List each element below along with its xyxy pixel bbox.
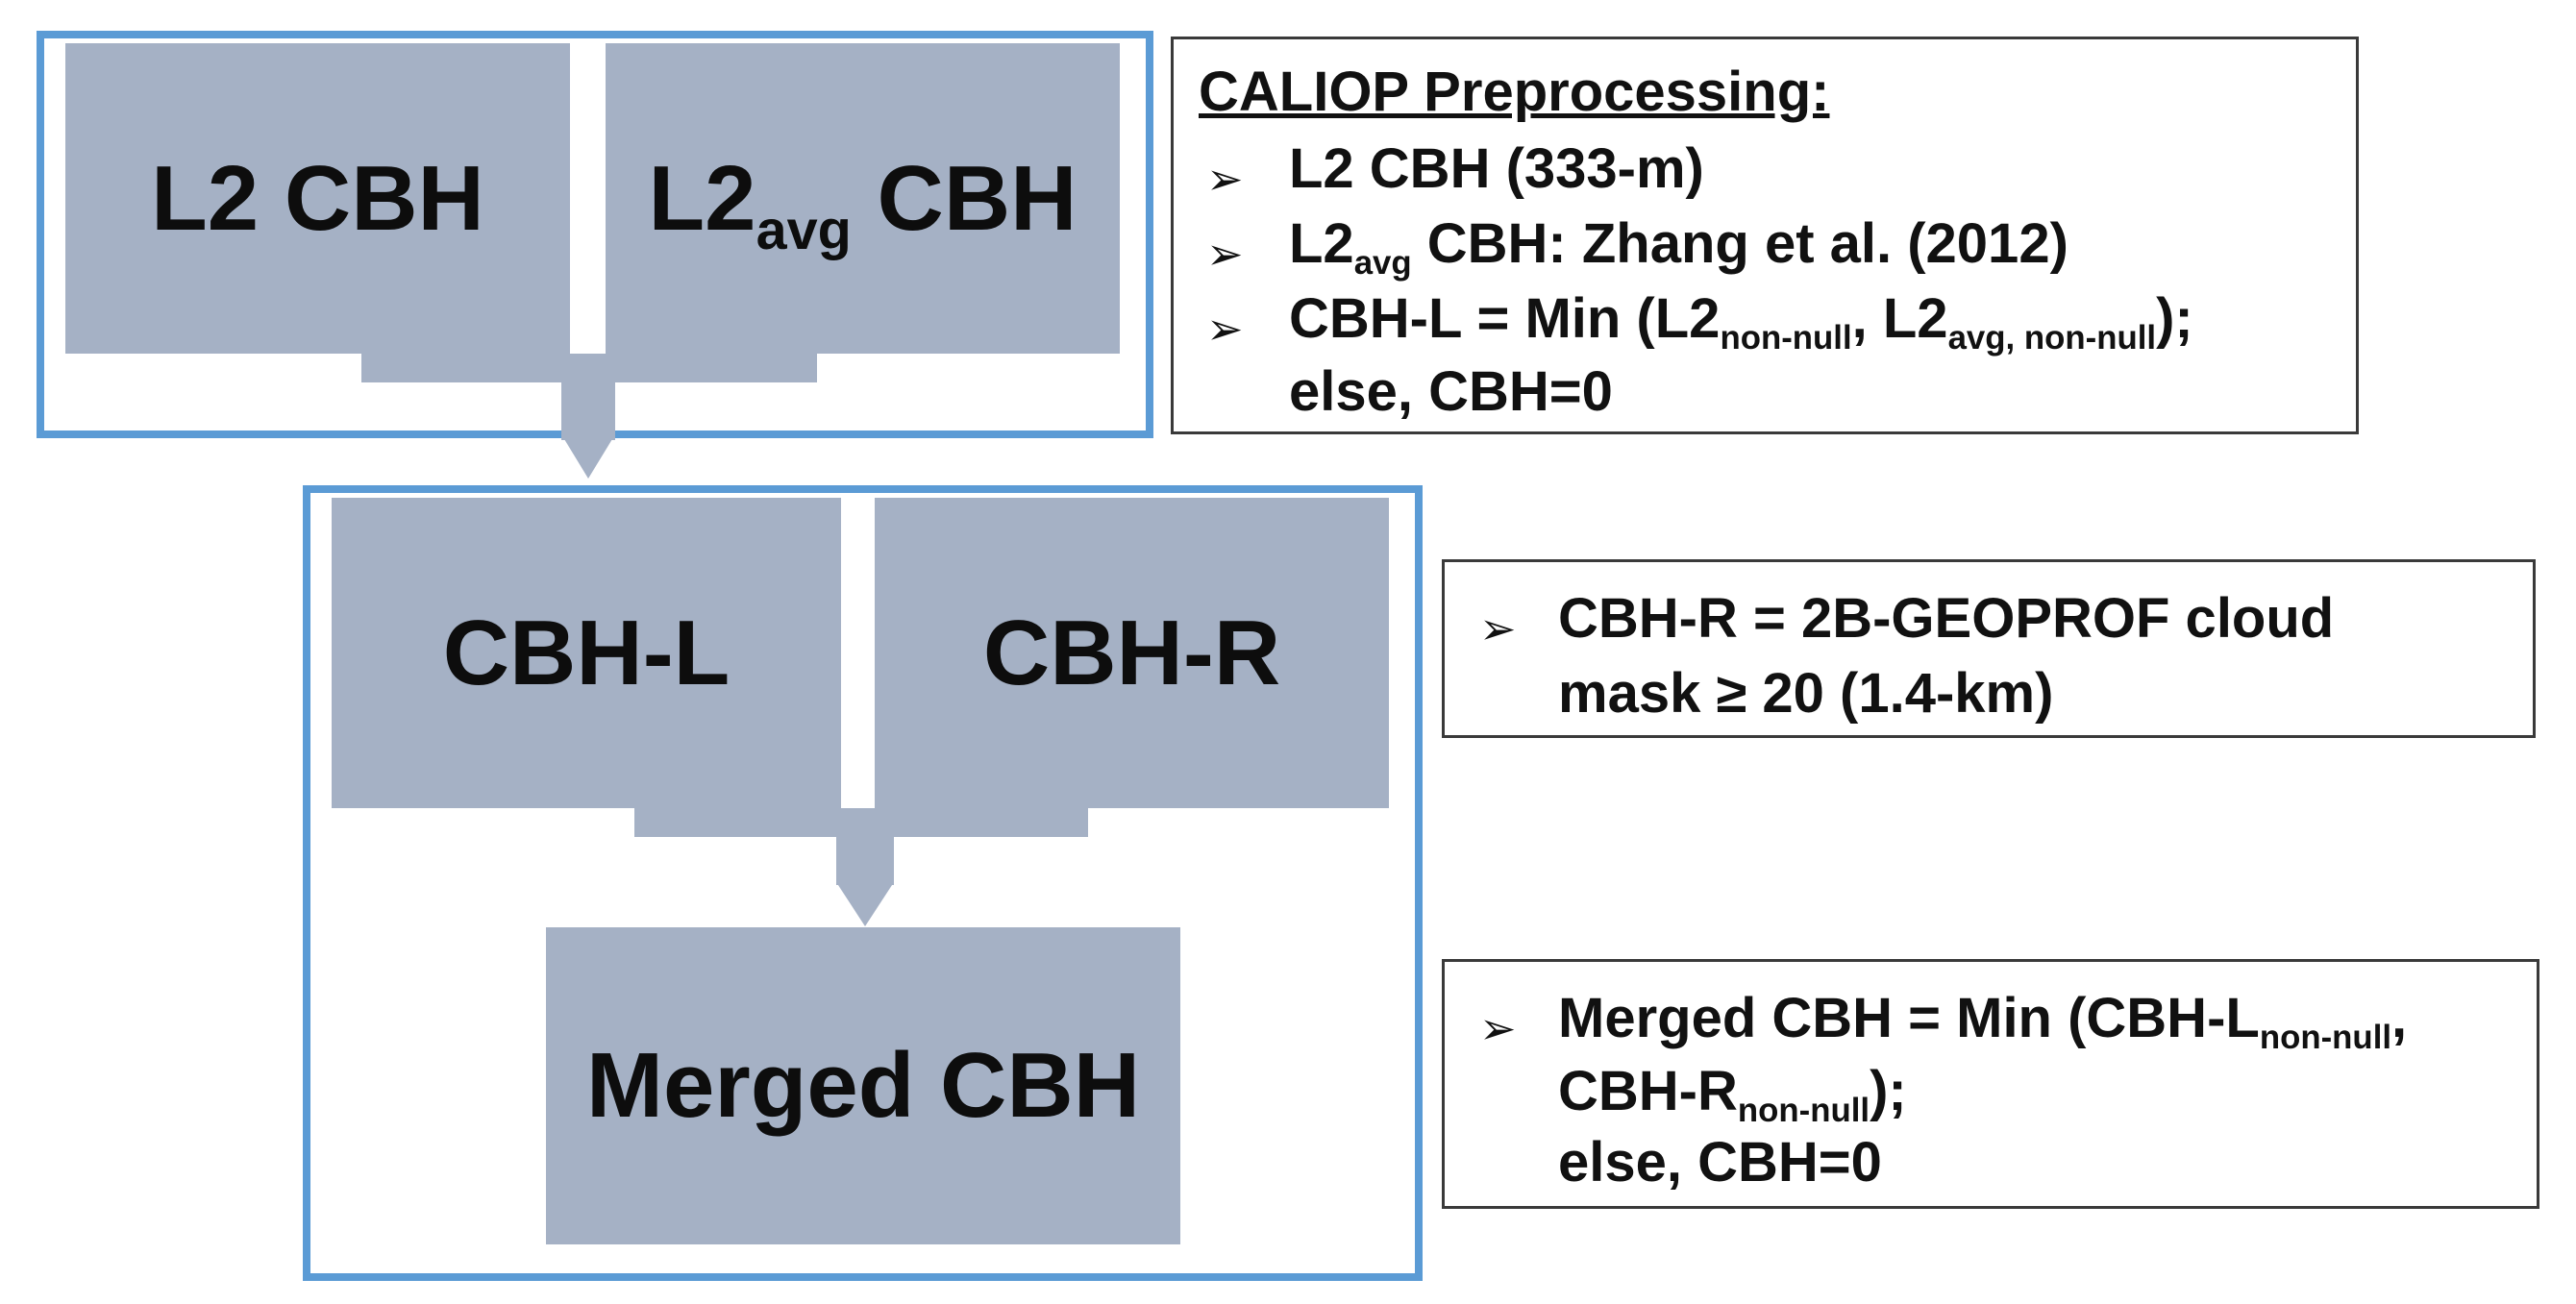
bullet-icon: ➢ (1206, 229, 1244, 279)
middle-merge-bar (634, 808, 1088, 837)
merged-cbh-label: Merged CBH (585, 1034, 1141, 1137)
l2avg-cbh-label: L2avg CBH (648, 146, 1077, 261)
merged-note-line2: CBH-Rnon-null); (1558, 1060, 1907, 1130)
merged-note-line1: Merged CBH = Min (CBH-Lnon-null, (1558, 987, 2408, 1057)
merged-cbh-box: Merged CBH (546, 927, 1180, 1244)
bullet-icon: ➢ (1479, 1003, 1517, 1053)
cbh-l-box: CBH-L (332, 498, 841, 808)
cbh-r-box: CBH-R (875, 498, 1389, 808)
l2-cbh-label: L2 CBH (151, 146, 484, 250)
caliop-item-l2: L2 CBH (333-m) (1289, 137, 1704, 200)
bullet-icon: ➢ (1206, 154, 1244, 204)
bullet-icon: ➢ (1479, 603, 1517, 653)
caliop-item-else: else, CBH=0 (1289, 360, 1613, 423)
bullet-icon: ➢ (1206, 304, 1244, 354)
l2avg-cbh-box: L2avg CBH (606, 43, 1120, 354)
cbh-r-note-line2: mask ≥ 20 (1.4-km) (1558, 662, 2054, 725)
cbh-l-label: CBH-L (442, 601, 731, 704)
cbh-r-note: ➢ CBH-R = 2B-GEOPROF cloud mask ≥ 20 (1.… (1442, 559, 2536, 738)
merged-cbh-note: ➢ Merged CBH = Min (CBH-Lnon-null, CBH-R… (1442, 959, 2539, 1209)
merge-arrow-shaft (836, 837, 894, 885)
connector-arrow-shaft (561, 382, 615, 440)
top-merge-bar (361, 354, 817, 382)
caliop-item-l2avg: L2avg CBH: Zhang et al. (2012) (1289, 212, 2068, 283)
l2-cbh-box: L2 CBH (65, 43, 570, 354)
caliop-heading: CALIOP Preprocessing: (1199, 61, 1830, 123)
merged-note-line3: else, CBH=0 (1558, 1131, 1882, 1193)
cbh-r-label: CBH-R (982, 601, 1281, 704)
caliop-item-cbh-l: CBH-L = Min (L2non-null, L2avg, non-null… (1289, 287, 2193, 357)
down-arrow-icon (561, 434, 615, 479)
cbh-r-note-line1: CBH-R = 2B-GEOPROF cloud (1558, 587, 2335, 650)
merge-down-arrow-icon (836, 882, 894, 926)
caliop-preprocessing-note: CALIOP Preprocessing: ➢ L2 CBH (333-m) ➢… (1171, 37, 2359, 434)
